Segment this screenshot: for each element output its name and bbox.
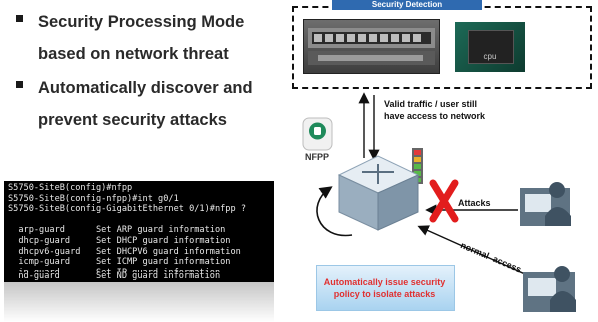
nfpp-icon [302, 117, 333, 151]
bullet-item: Security Processing Mode based on networ… [10, 6, 280, 63]
cpu-chip-icon [468, 30, 514, 64]
cpu-label: cpu [483, 52, 497, 61]
security-detection-title: Security Detection [332, 0, 482, 10]
nfpp-label: NFPP [304, 152, 329, 162]
terminal-bottom: nd-guard Set ND guard information [4, 271, 274, 282]
policy-line: Automatically issue security [323, 277, 446, 287]
loop-arrow [316, 186, 353, 237]
terminal-line: arp-guard Set ARP guard information [8, 225, 226, 236]
bullet-square-icon [16, 15, 23, 22]
bullet-item: Automatically discover and prevent secur… [10, 72, 280, 129]
valid-traffic-label: Valid traffic / user still have access t… [384, 98, 534, 122]
bullet-line: based on network threat [38, 45, 229, 63]
bullet-line: Security Processing Mode [38, 13, 245, 31]
bullet-text: Security Processing Mode based on networ… [38, 6, 283, 70]
switch-icon [337, 155, 420, 231]
terminal-line: S5750-SiteB(config-GigabitEthernet 0/1)#… [8, 204, 246, 215]
block-x-icon [429, 179, 459, 223]
policy-text: Automatically issue security policy to i… [318, 276, 451, 300]
terminal-line: nd-guard Set ND guard information [8, 271, 221, 281]
policy-line: policy to isolate attacks [333, 289, 436, 299]
bullet-text: Automatically discover and prevent secur… [38, 72, 283, 136]
user-icon [520, 182, 571, 226]
terminal-reflection [4, 282, 274, 322]
policy-box [316, 265, 455, 311]
user-icon [523, 266, 576, 312]
terminal-line: dhcpv6-guard Set DHCPV6 guard informatio… [8, 246, 241, 257]
valid-traffic-line: Valid traffic / user still [384, 99, 478, 109]
terminal-line: S5750-SiteB(config)#nfpp [8, 183, 133, 193]
bullet-square-icon [16, 81, 23, 88]
cli-terminal: S5750-SiteB(config)#nfpp S5750-SiteB(con… [4, 181, 274, 281]
terminal-line: dhcp-guard Set DHCP guard information [8, 236, 231, 246]
line-card-image [303, 19, 440, 74]
bullet-line: Automatically discover and [38, 79, 253, 97]
bullet-line: prevent security attacks [38, 111, 227, 129]
terminal-line: S5750-SiteB(config-nfpp)#int g0/1 [8, 193, 179, 204]
terminal-line: icmp-guard Set ICMP guard information [8, 257, 231, 268]
valid-traffic-line: have access to network [384, 111, 486, 121]
attacks-label: Attacks [458, 198, 491, 208]
